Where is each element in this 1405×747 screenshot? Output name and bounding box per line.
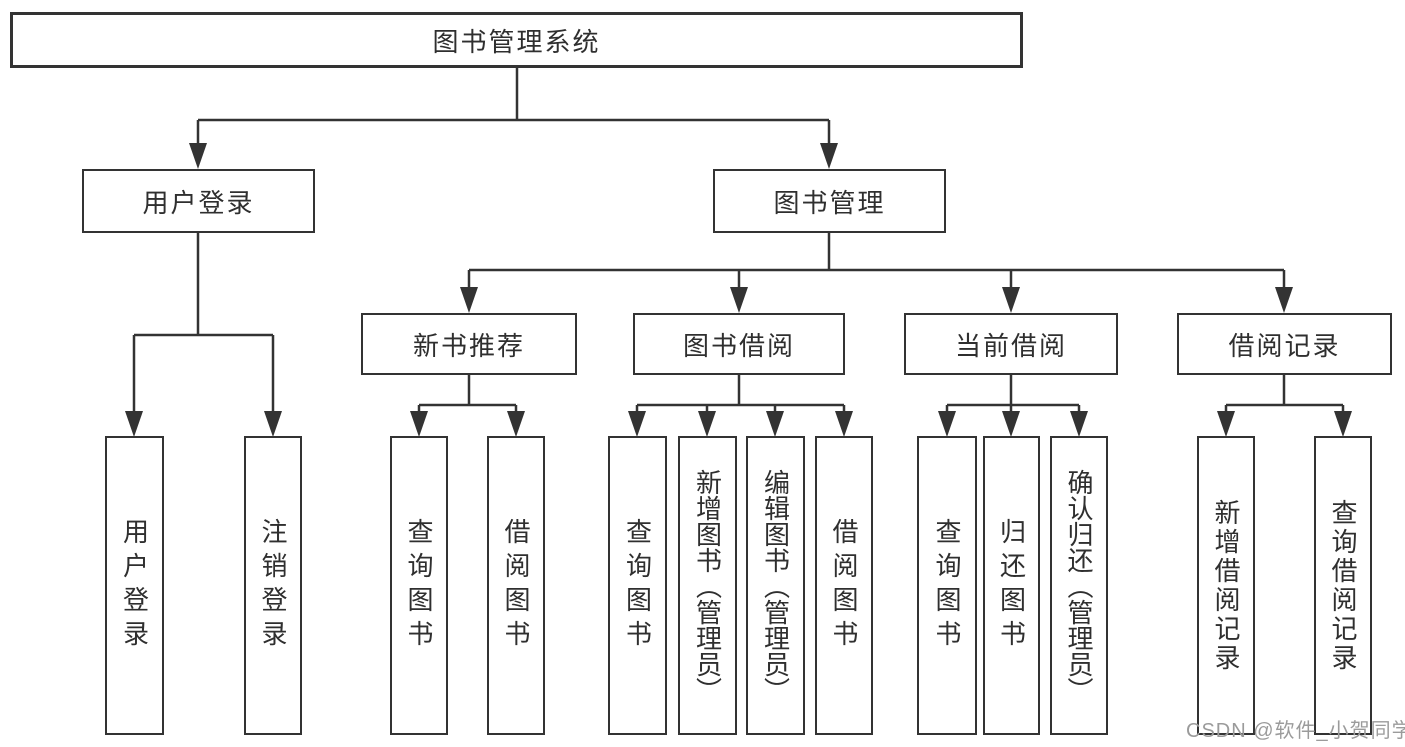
node-label: 查询借阅记录 — [1328, 498, 1358, 673]
leaf-query-borrow-record: 查询借阅记录 — [1314, 436, 1372, 735]
leaf-query-books-borrowing: 查询图书 — [608, 436, 667, 735]
node-book-management: 图书管理 — [713, 169, 946, 233]
node-label: 查询图书 — [932, 517, 962, 654]
node-user-login: 用户登录 — [82, 169, 315, 233]
connector-borrow-records-to-leaves — [1224, 375, 1345, 418]
connector-user-login-to-leaves — [132, 233, 275, 418]
node-label: 图书借阅 — [682, 330, 795, 361]
leaf-query-books-current: 查询图书 — [917, 436, 977, 735]
node-borrowing-records: 借阅记录 — [1177, 313, 1392, 375]
node-label: 编辑图书（管理员） — [760, 468, 791, 703]
node-label: 新增图书（管理员） — [692, 468, 723, 703]
leaf-add-books-admin: 新增图书（管理员） — [678, 436, 737, 735]
node-label: 确认归还（管理员） — [1064, 468, 1094, 703]
node-current-borrowing: 当前借阅 — [904, 313, 1118, 375]
node-label: 新书推荐 — [412, 330, 525, 361]
arrowheads — [125, 143, 1352, 437]
node-label: 图书管理 — [773, 187, 886, 218]
leaf-confirm-return-admin: 确认归还（管理员） — [1050, 436, 1108, 735]
leaf-user-login: 用户登录 — [105, 436, 164, 735]
node-book-borrowing: 图书借阅 — [633, 313, 845, 375]
leaf-logout: 注销登录 — [244, 436, 302, 735]
node-label: 用户登录 — [119, 517, 150, 654]
node-label: 查询图书 — [404, 517, 434, 654]
connector-root-to-level2 — [196, 68, 831, 150]
leaf-borrow-books-borrowing: 借阅图书 — [815, 436, 873, 735]
node-library-management-system: 图书管理系统 — [10, 12, 1023, 68]
node-label: 查询图书 — [622, 517, 653, 654]
node-new-book-recommendation: 新书推荐 — [361, 313, 577, 375]
connector-new-book-rec-to-leaves — [417, 375, 518, 418]
leaf-add-borrow-record: 新增借阅记录 — [1197, 436, 1255, 735]
node-label: 注销登录 — [258, 517, 288, 654]
leaf-borrow-books-recommendation: 借阅图书 — [487, 436, 545, 735]
connector-book-borrow-to-leaves — [635, 375, 846, 418]
leaf-edit-books-admin: 编辑图书（管理员） — [746, 436, 805, 735]
node-label: 借阅图书 — [829, 517, 859, 654]
node-label: 借阅记录 — [1228, 330, 1341, 361]
leaf-return-books: 归还图书 — [983, 436, 1040, 735]
node-label: 用户登录 — [142, 187, 255, 218]
node-label: 当前借阅 — [954, 330, 1067, 361]
node-label: 归还图书 — [996, 517, 1027, 654]
node-label: 借阅图书 — [501, 517, 531, 654]
node-label: 新增借阅记录 — [1211, 498, 1241, 673]
node-label: 图书管理系统 — [432, 26, 601, 57]
csdn-watermark: CSDN @软件_小贺同学 — [1186, 720, 1405, 742]
leaf-query-books-recommendation: 查询图书 — [390, 436, 448, 735]
connector-book-management-to-level3 — [467, 233, 1286, 294]
